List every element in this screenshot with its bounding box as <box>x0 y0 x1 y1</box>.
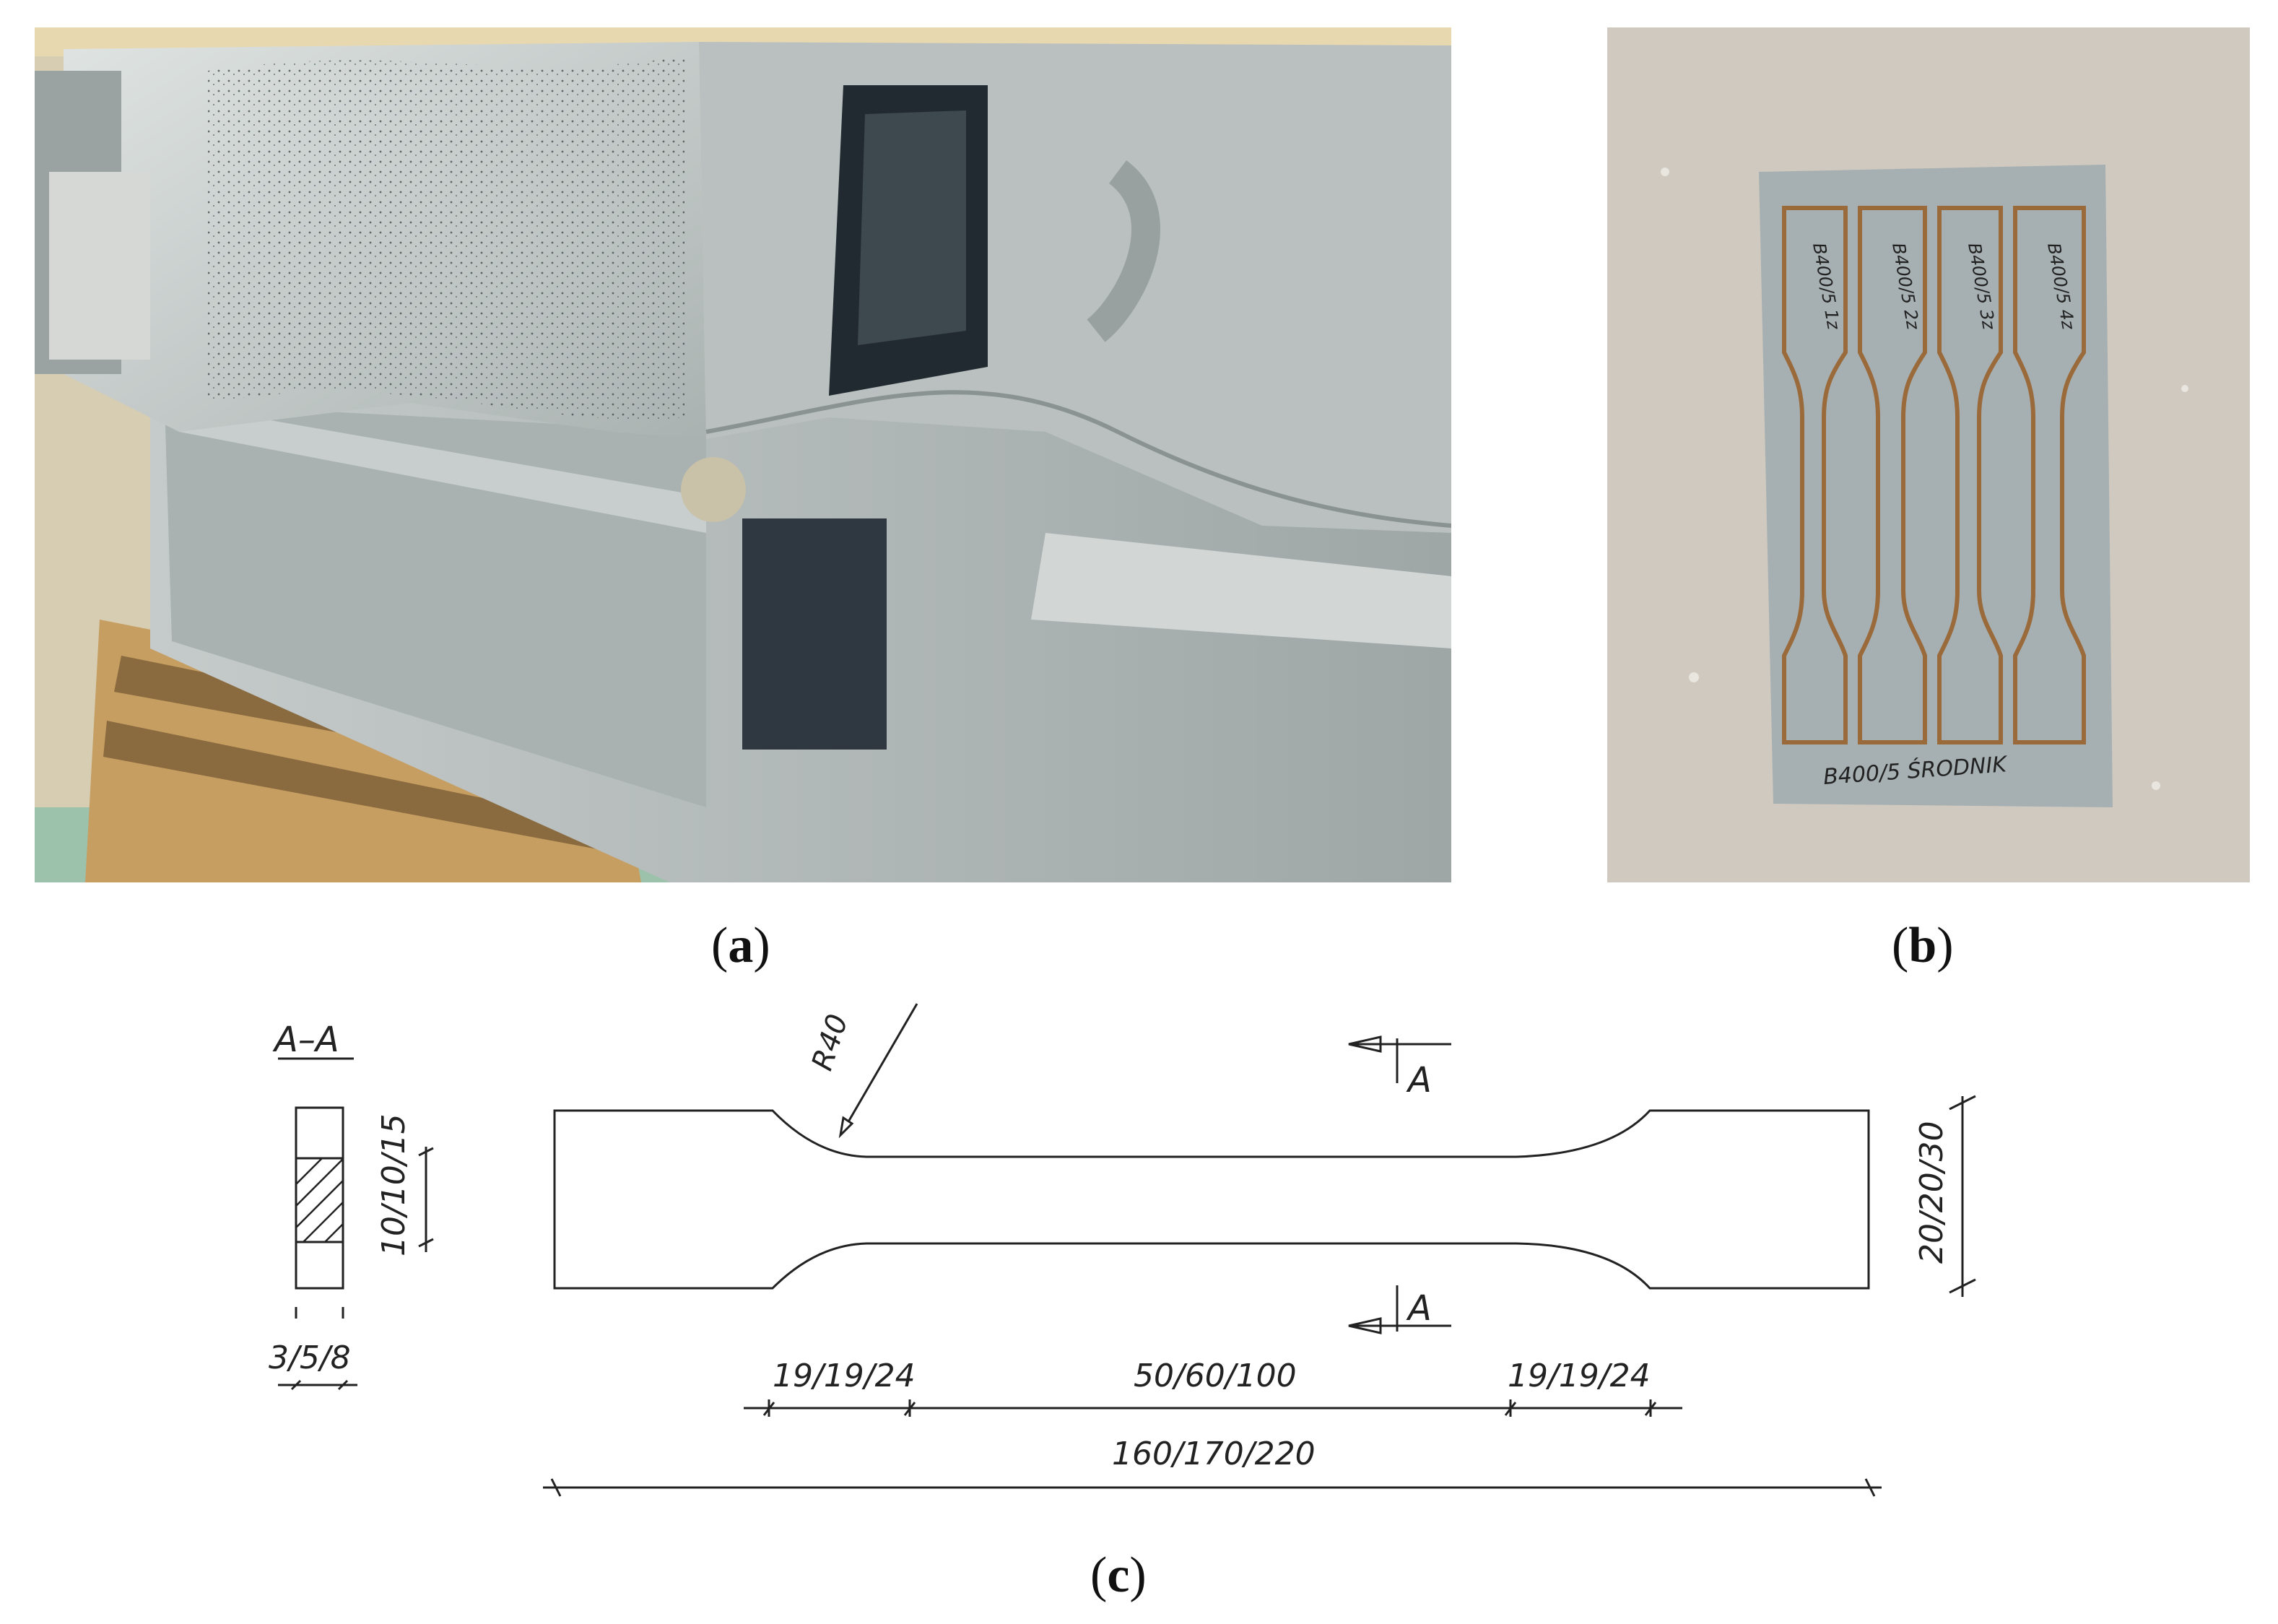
dim-section-thickness: 3/5/8 <box>269 1339 351 1376</box>
specimen-outline <box>553 1109 1870 1290</box>
caption-c: (c) <box>1090 1547 1147 1603</box>
specimen-outlines <box>1782 206 2086 744</box>
radius-label: R40 <box>806 1010 855 1074</box>
section-outline <box>295 1106 344 1290</box>
dim-section-height: 10/10/15 <box>375 1113 412 1256</box>
dim-gauge-length: 50/60/100 <box>1134 1358 1297 1394</box>
dim-total-length: 160/170/220 <box>1112 1436 1316 1472</box>
section-title: A–A <box>272 1020 339 1060</box>
specimen-drawing: A–A 10/10/15 3/5/8 R40 A A 20/20/30 19/1… <box>269 1003 1976 1497</box>
girder-photo <box>35 27 1451 882</box>
caption-b: (b) <box>1892 918 1954 973</box>
section-hatch <box>295 1158 344 1243</box>
section-marker-top: A <box>1406 1060 1432 1100</box>
section-marker-bottom: A <box>1406 1288 1432 1329</box>
photo-panel-b: B400/5 1z B400/5 2z B400/5 3z B400/5 4z … <box>1607 27 2250 882</box>
caption-a: (a) <box>711 918 770 973</box>
photo-panel-a <box>35 27 1451 882</box>
specimen-plate-photo: B400/5 1z B400/5 2z B400/5 3z B400/5 4z … <box>1607 27 2250 882</box>
dim-shoulder-left: 19/19/24 <box>773 1358 916 1394</box>
dim-grip-width: 20/20/30 <box>1913 1121 1950 1264</box>
dim-shoulder-right: 19/19/24 <box>1508 1358 1651 1394</box>
